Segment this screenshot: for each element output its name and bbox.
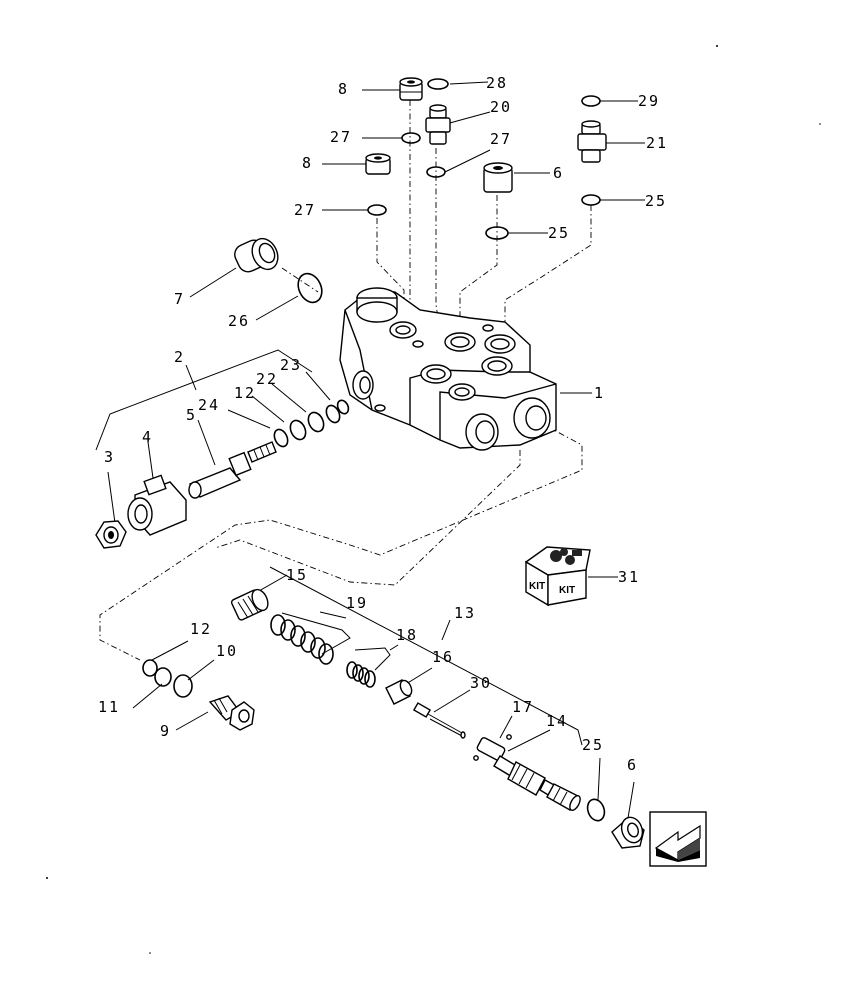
callout-12-upper: 12 (234, 384, 256, 402)
callout-4: 4 (142, 428, 153, 446)
kit-label-right: KIT (559, 585, 575, 596)
callout-17: 17 (512, 698, 534, 716)
callout-13: 13 (454, 604, 476, 622)
plug-6-bottom (611, 816, 645, 849)
callout-2: 2 (174, 348, 185, 366)
plug-8-upper (399, 77, 423, 101)
valve-9 (208, 695, 255, 731)
callout-29: 29 (638, 92, 660, 110)
callout-8-upper: 8 (338, 80, 349, 98)
callout-12-left: 12 (190, 620, 212, 638)
callout-27-b: 27 (490, 130, 512, 148)
callout-26: 26 (228, 312, 250, 330)
callout-24: 24 (198, 396, 220, 414)
fitting-21 (577, 120, 607, 163)
plug-6-top (483, 162, 513, 193)
plug-7 (234, 237, 279, 273)
callout-23: 23 (280, 356, 302, 374)
callout-9: 9 (160, 722, 171, 740)
callout-28: 28 (486, 74, 508, 92)
callout-31: 31 (618, 568, 640, 586)
oring-27-b (426, 166, 446, 178)
leader-lines (95, 81, 645, 819)
valve-body (339, 287, 557, 451)
callout-10: 10 (216, 642, 238, 660)
callout-11: 11 (98, 698, 120, 716)
oring-25-b (581, 194, 601, 206)
kit-label-left: KIT (529, 581, 545, 592)
callout-27-a: 27 (330, 128, 352, 146)
callout-7: 7 (174, 290, 185, 308)
oring-25-a (485, 226, 509, 240)
spacer-16 (385, 679, 413, 705)
oring-28 (427, 78, 449, 90)
fitting-20 (425, 104, 451, 145)
spool-14 (476, 737, 581, 812)
callout-18: 18 (396, 626, 418, 644)
spring-18 (346, 661, 376, 688)
oring-26 (297, 272, 323, 304)
oring-29 (581, 95, 601, 107)
callout-22: 22 (256, 370, 278, 388)
rings-10-11-12 (142, 659, 193, 698)
oring-27-c (367, 204, 387, 216)
callout-25-b: 25 (645, 192, 667, 210)
kit-box-icon: KIT KIT (524, 546, 591, 607)
oring-25-c (586, 798, 606, 822)
assembly-guide-lines (99, 100, 592, 661)
scan-specks (46, 45, 821, 954)
callout-19: 19 (346, 594, 368, 612)
callout-25-a: 25 (548, 224, 570, 242)
plug-8-lower (365, 153, 391, 175)
callout-20: 20 (490, 98, 512, 116)
arrow-next-page-icon[interactable] (649, 811, 707, 867)
callout-27-c: 27 (294, 201, 316, 219)
callout-30: 30 (470, 674, 492, 692)
callout-16: 16 (432, 648, 454, 666)
callout-15: 15 (286, 566, 308, 584)
callout-21: 21 (646, 134, 668, 152)
plug-15 (230, 588, 269, 621)
callout-8-lower: 8 (302, 154, 313, 172)
balls-17 (473, 734, 512, 761)
callout-14: 14 (546, 712, 568, 730)
callout-5: 5 (186, 406, 197, 424)
coil-4 (127, 474, 187, 536)
rings-21-24 (273, 399, 350, 448)
oring-27-a (401, 132, 421, 144)
cartridge-5 (188, 441, 277, 499)
callout-labels: 1 2 3 4 5 6 6 7 8 8 9 10 11 12 12 13 14 … (98, 74, 668, 774)
nut-3 (95, 520, 127, 549)
callout-3: 3 (104, 448, 115, 466)
pin-30 (412, 702, 466, 739)
callout-6-bottom: 6 (627, 756, 638, 774)
callout-1: 1 (594, 384, 605, 402)
callout-25-c: 25 (582, 736, 604, 754)
spring-19 (270, 614, 334, 665)
callout-6-top: 6 (553, 164, 564, 182)
